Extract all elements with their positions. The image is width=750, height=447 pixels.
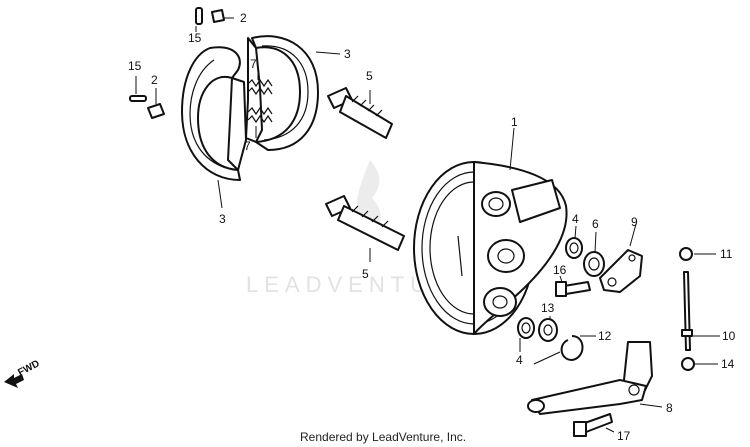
callout-2-upper: 2 bbox=[240, 11, 247, 25]
bolt-17 bbox=[573, 413, 613, 437]
fwd-label: FWD bbox=[16, 358, 41, 378]
brake-arm-lever bbox=[599, 249, 643, 293]
callout-7-upper: 7 bbox=[250, 57, 257, 71]
bolt-16 bbox=[555, 281, 591, 297]
pin-and-clip-upper bbox=[195, 7, 225, 25]
brake-pedal bbox=[527, 341, 653, 415]
callout-17: 17 bbox=[617, 429, 631, 443]
callout-7-lower: 7 bbox=[244, 139, 251, 153]
callout-5-upper: 5 bbox=[366, 69, 373, 83]
callout-6: 6 bbox=[592, 217, 599, 231]
callout-4-upper: 4 bbox=[572, 212, 579, 226]
pin-and-clip-lower bbox=[129, 95, 165, 119]
brake-cam-lower bbox=[325, 195, 405, 251]
callout-8: 8 bbox=[666, 401, 673, 415]
dust-seal bbox=[583, 251, 605, 277]
callout-3-upper: 3 bbox=[344, 47, 351, 61]
callout-16: 16 bbox=[553, 263, 567, 277]
callout-15-upper: 15 bbox=[188, 31, 202, 45]
callout-13: 13 bbox=[541, 301, 555, 315]
brake-rod bbox=[679, 247, 695, 371]
brake-panel bbox=[413, 161, 568, 335]
leader-lines bbox=[135, 17, 720, 433]
callout-10: 10 bbox=[722, 329, 736, 343]
washer-lower bbox=[517, 317, 535, 339]
return-spring bbox=[533, 335, 584, 365]
brake-springs bbox=[247, 78, 273, 124]
callout-2-lower: 2 bbox=[151, 73, 158, 87]
callout-3-lower: 3 bbox=[219, 212, 226, 226]
callout-14: 14 bbox=[721, 357, 735, 371]
callout-1: 1 bbox=[511, 115, 518, 129]
callout-11: 11 bbox=[720, 247, 733, 261]
fwd-arrow: FWD bbox=[4, 358, 42, 388]
credit-text: Rendered by LeadVenture, Inc. bbox=[300, 430, 466, 444]
callouts: 1 2 2 3 3 4 4 5 5 6 7 7 8 9 10 11 12 13 … bbox=[128, 11, 736, 443]
callout-9: 9 bbox=[631, 215, 638, 229]
brake-cam-upper bbox=[327, 87, 393, 139]
callout-12: 12 bbox=[598, 329, 612, 343]
washer-upper bbox=[565, 237, 583, 259]
callout-15-lower: 15 bbox=[128, 59, 142, 73]
brake-shoe-lower bbox=[181, 46, 247, 181]
washer-13 bbox=[538, 318, 558, 342]
callout-4-lower: 4 bbox=[516, 353, 523, 367]
callout-5-lower: 5 bbox=[362, 267, 369, 281]
